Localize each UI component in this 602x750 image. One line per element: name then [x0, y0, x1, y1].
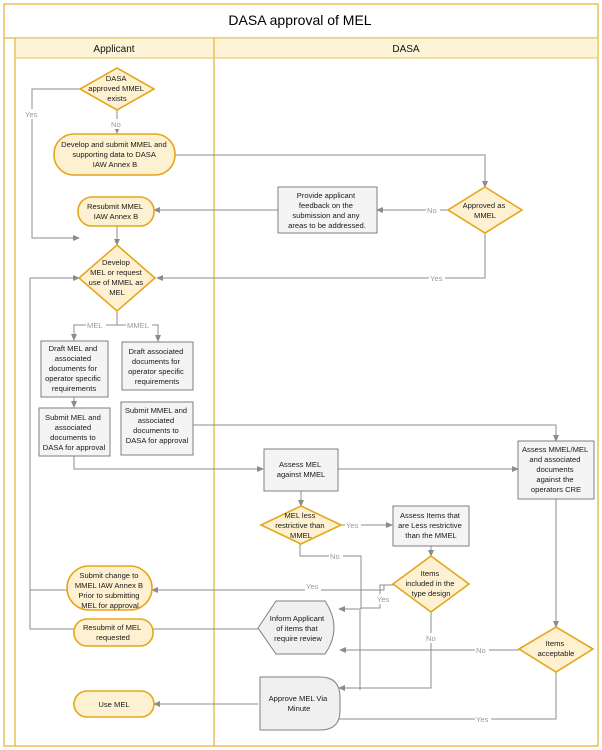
edge-labels: Yes No No Yes MEL MMEL Yes No Yes Yes No… — [24, 109, 491, 724]
edge-label-yes-acceptable: Yes — [476, 715, 489, 724]
edge-label-no-less: No — [330, 552, 340, 561]
lane-label-dasa: DASA — [392, 44, 420, 55]
terminal-resubmit-mel[interactable]: Resubmit of MEL requested — [73, 618, 154, 647]
terminal-use-mel[interactable]: Use MEL — [73, 690, 155, 718]
edge-label-no-type-design: No — [426, 634, 436, 643]
lane-label-applicant: Applicant — [93, 44, 134, 55]
svg-text:Assess MEL against MMEL: Assess MEL against MMEL — [277, 460, 326, 479]
svg-text:Draft associated documen: Draft associated documents for operator … — [128, 347, 186, 386]
process-assess-mmel-mel[interactable]: Assess MMEL/MEL and associated documents… — [517, 440, 595, 500]
decision-develop-mel[interactable]: Develop MEL or request use of MMEL as ME… — [77, 243, 157, 313]
svg-text:Use MEL: Use MEL — [98, 700, 129, 709]
svg-text:Resubmit MMEL IAW Annex: Resubmit MMEL IAW Annex B — [87, 202, 145, 221]
svg-text:MEL less restrictive tha: MEL less restrictive than MMEL — [275, 511, 327, 540]
edge-label-yes-less: Yes — [346, 521, 359, 530]
edge-label-no-acceptable: No — [476, 646, 486, 655]
process-draft-associated-documents[interactable]: Draft associated documents for operator … — [121, 341, 194, 391]
terminal-approve-mel[interactable]: Approve MEL Via Minute — [259, 676, 341, 731]
svg-text:Items acceptable: Items acceptable — [538, 639, 575, 658]
svg-text:Submit change to MMEL IA: Submit change to MMEL IAW Annex B Prior … — [75, 571, 145, 610]
svg-text:Submit MMEL and associat: Submit MMEL and associated documents to … — [125, 406, 189, 445]
decision-items-acceptable[interactable]: Items acceptable — [517, 626, 595, 673]
display-inform-applicant[interactable]: Inform Applicant of items that require r… — [257, 600, 335, 655]
decision-mel-less-restrictive[interactable]: MEL less restrictive than MMEL — [259, 505, 343, 545]
edge-label-mmel: MMEL — [127, 321, 149, 330]
terminal-resubmit-mmel[interactable]: Resubmit MMEL IAW Annex B — [77, 196, 155, 227]
svg-text:Items included in the: Items included in the type design — [405, 569, 456, 598]
process-assess-mel[interactable]: Assess MEL against MMEL — [263, 448, 339, 492]
svg-text:Approved as MMEL: Approved as MMEL — [463, 201, 508, 220]
svg-text:Develop and submit MMEL and: Develop and submit MMEL and supporting d… — [61, 140, 169, 169]
terminal-submit-change[interactable]: Submit change to MMEL IAW Annex B Prior … — [66, 565, 153, 611]
svg-text:Approve MEL Via Minute: Approve MEL Via Minute — [269, 694, 330, 713]
svg-text:Draft MEL and associated: Draft MEL and associated documents for o… — [45, 344, 103, 393]
edge-label-yes-type-design-1: Yes — [306, 582, 319, 591]
process-draft-mel[interactable]: Draft MEL and associated documents for o… — [40, 340, 109, 398]
edge-label-yes-exists: Yes — [25, 110, 38, 119]
svg-text:Inform Applicant of item: Inform Applicant of items that require r… — [270, 614, 327, 643]
process-submit-mel[interactable]: Submit MEL and associated documents to D… — [38, 407, 111, 457]
process-provide-feedback[interactable]: Provide applicant feedback on the submis… — [277, 186, 378, 234]
process-submit-mmel[interactable]: Submit MMEL and associated documents to … — [120, 401, 194, 456]
svg-text:Assess Items that are Le: Assess Items that are Less restrictive t… — [398, 511, 464, 540]
decision-approved-as-mmel[interactable]: Approved as MMEL — [446, 186, 524, 234]
decision-dasa-mmel-exists[interactable]: DASA approved MMEL exists — [78, 67, 156, 111]
edge-label-yes-approved: Yes — [430, 274, 443, 283]
edge-label-mel: MEL — [87, 321, 103, 330]
svg-text:Provide applicant feedba: Provide applicant feedback on the submis… — [288, 191, 366, 230]
svg-text:Resubmit of MEL requeste: Resubmit of MEL requested — [83, 623, 143, 642]
edge-label-no-approved: No — [427, 206, 437, 215]
process-develop-submit-mmel[interactable]: Develop and submit MMEL and supporting d… — [53, 133, 176, 176]
svg-text:Submit MEL and associate: Submit MEL and associated documents to D… — [43, 413, 106, 452]
decision-items-in-type-design[interactable]: Items included in the type design — [391, 555, 471, 613]
svg-text:Assess MMEL/MEL and asso: Assess MMEL/MEL and associated documents… — [522, 445, 590, 494]
connectors — [29, 88, 559, 722]
svg-text:Develop MEL or request: Develop MEL or request use of MMEL as ME… — [89, 258, 146, 297]
process-assess-items[interactable]: Assess Items that are Less restrictive t… — [392, 505, 470, 547]
diagram-title: DASA approval of MEL — [228, 12, 371, 28]
edge-label-yes-type-design-2: Yes — [377, 595, 390, 604]
edge-label-no-exists: No — [111, 120, 121, 129]
svg-text:DASA approved MMEL: DASA approved MMEL exists — [88, 74, 146, 103]
